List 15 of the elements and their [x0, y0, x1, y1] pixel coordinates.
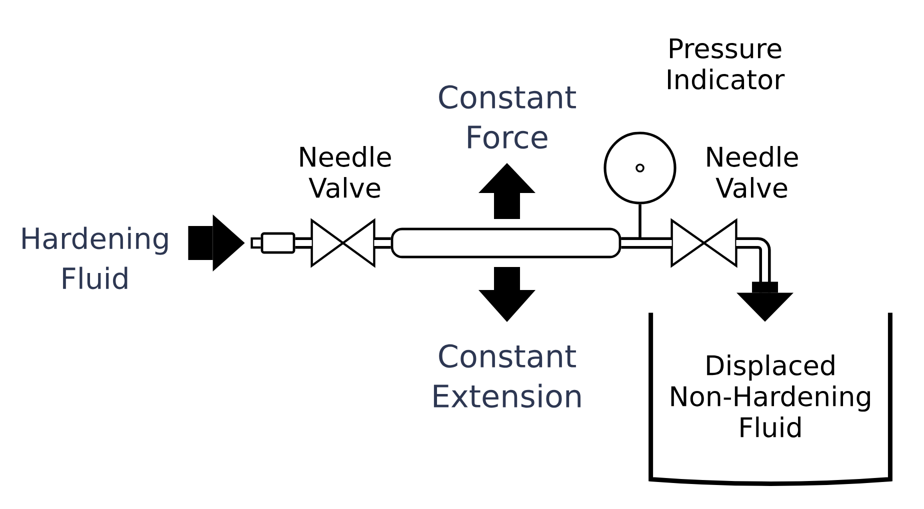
pipe-arrow: [736, 237, 794, 322]
valve-label: Needle Valve: [300, 146, 391, 198]
gauge-label: Pressure Indicator: [668, 38, 785, 90]
pipe: [295, 237, 312, 249]
tube: [390, 228, 622, 258]
collection-tank: Displaced Non-Hardening Fluid: [648, 312, 892, 486]
valve-label: Needle Valve: [707, 146, 798, 198]
flow-arrow: [188, 214, 245, 272]
inlet-label: Hardening Fluid: [22, 226, 168, 290]
pipe: [621, 237, 672, 249]
pipe-fitting: [250, 232, 296, 254]
force-label: Constant Force: [439, 85, 576, 149]
pipe: [374, 237, 391, 249]
extension-label: Constant Extension: [434, 344, 580, 408]
pipe: [621, 204, 642, 240]
